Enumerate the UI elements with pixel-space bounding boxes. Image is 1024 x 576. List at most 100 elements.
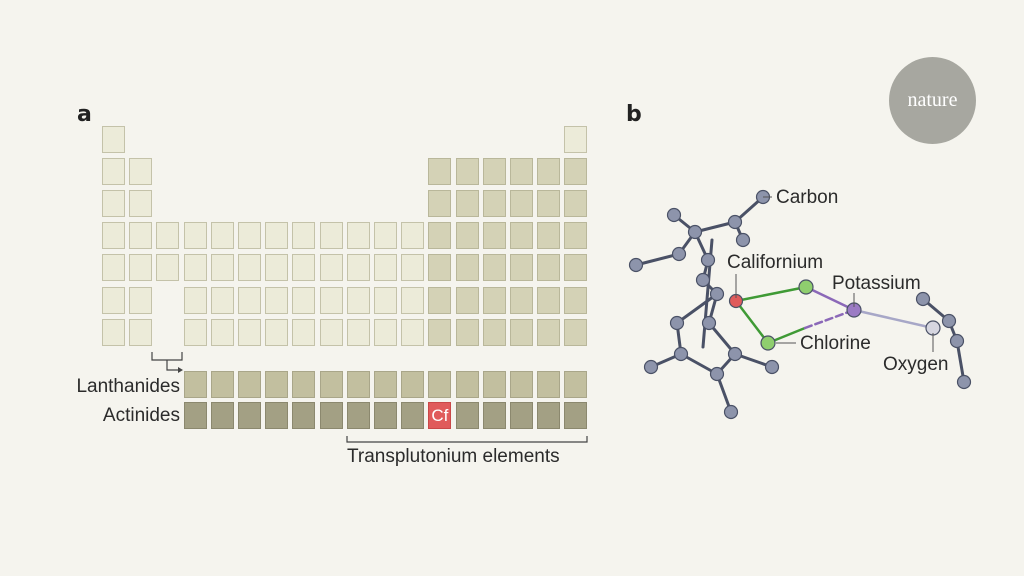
element-cell bbox=[346, 222, 370, 250]
californium-label: Californium bbox=[727, 252, 823, 273]
carbon-atom bbox=[628, 257, 644, 273]
element-cell bbox=[564, 286, 588, 314]
element-cell bbox=[238, 318, 261, 346]
element-cell bbox=[102, 222, 125, 250]
carbon-atom bbox=[709, 366, 725, 382]
element-cell bbox=[374, 286, 397, 314]
element-cell bbox=[428, 222, 452, 250]
chlorine-label: Chlorine bbox=[800, 333, 871, 354]
bonds bbox=[634, 195, 966, 414]
carbon-atom bbox=[695, 272, 711, 288]
element-cell bbox=[183, 222, 207, 250]
element-cell bbox=[346, 286, 370, 314]
element-cell bbox=[183, 318, 207, 346]
element-cell bbox=[482, 254, 506, 282]
lanthanide-cell bbox=[482, 371, 506, 398]
californium-cell: Cf bbox=[428, 402, 452, 429]
lanthanide-cell bbox=[564, 371, 588, 398]
lanthanide-cell bbox=[319, 371, 343, 398]
chlorine-potassium-bond bbox=[803, 308, 856, 330]
element-cell bbox=[319, 254, 343, 282]
pointer-arrowhead bbox=[178, 367, 183, 373]
carbon-atom bbox=[643, 359, 659, 375]
element-cell bbox=[238, 254, 261, 282]
element-cell bbox=[210, 318, 234, 346]
lanthanide-cell bbox=[238, 371, 261, 398]
element-cell bbox=[537, 286, 561, 314]
element-cell bbox=[401, 254, 425, 282]
carbon-atom bbox=[687, 224, 703, 240]
carbon-atom bbox=[915, 291, 931, 307]
element-cell bbox=[564, 126, 588, 153]
nature-logo: nature bbox=[889, 57, 976, 144]
lanthanide-cell bbox=[265, 371, 289, 398]
chlorine-atom bbox=[760, 335, 776, 351]
periodic-table: Cf bbox=[0, 0, 600, 480]
actinide-cell bbox=[482, 402, 506, 429]
element-cell bbox=[537, 190, 561, 218]
carbon-atom bbox=[666, 207, 682, 223]
carbon-atom bbox=[723, 404, 739, 420]
actinide-cell bbox=[265, 402, 289, 429]
carbon-atom bbox=[669, 315, 685, 331]
element-cell bbox=[482, 158, 506, 186]
element-cell bbox=[265, 254, 289, 282]
carbon-atom bbox=[735, 232, 751, 248]
potassium-label: Potassium bbox=[832, 273, 921, 294]
actinide-cell bbox=[510, 402, 533, 429]
element-cell bbox=[292, 222, 316, 250]
atom-labels: Carbon Californium Potassium Chlorine Ox… bbox=[727, 187, 948, 375]
carbon-atom bbox=[941, 313, 957, 329]
lanthanide-cell bbox=[455, 371, 479, 398]
carbon-atom bbox=[671, 246, 687, 262]
lanthanide-cell bbox=[401, 371, 425, 398]
molecule-diagram: Carbon Californium Potassium Chlorine Ox… bbox=[628, 187, 972, 420]
element-cell bbox=[455, 222, 479, 250]
element-cell bbox=[210, 222, 234, 250]
element-cell bbox=[129, 318, 153, 346]
element-cell bbox=[537, 222, 561, 250]
element-cell bbox=[265, 286, 289, 314]
element-cell bbox=[428, 286, 452, 314]
carbon-atom bbox=[727, 346, 743, 362]
bond bbox=[634, 252, 681, 267]
actinide-cell bbox=[401, 402, 425, 429]
element-cell bbox=[292, 254, 316, 282]
element-cell bbox=[319, 286, 343, 314]
element-cell bbox=[564, 318, 588, 346]
element-cell bbox=[129, 222, 153, 250]
element-cell bbox=[346, 318, 370, 346]
element-cell bbox=[374, 254, 397, 282]
actinide-cell bbox=[319, 402, 343, 429]
element-cell bbox=[374, 318, 397, 346]
element-cell bbox=[455, 158, 479, 186]
element-cell bbox=[510, 222, 533, 250]
lanthanide-cell bbox=[510, 371, 533, 398]
element-cell bbox=[129, 190, 153, 218]
element-cell bbox=[510, 254, 533, 282]
element-cell bbox=[102, 254, 125, 282]
element-cell bbox=[238, 286, 261, 314]
element-cell bbox=[401, 286, 425, 314]
element-cell bbox=[374, 222, 397, 250]
element-cell bbox=[428, 158, 452, 186]
element-cell bbox=[428, 190, 452, 218]
element-cell bbox=[482, 286, 506, 314]
carbon-label: Carbon bbox=[776, 187, 838, 208]
actinide-cell bbox=[346, 402, 370, 429]
element-cell bbox=[319, 318, 343, 346]
element-cell bbox=[129, 254, 153, 282]
actinide-cell bbox=[537, 402, 561, 429]
carbon-atom bbox=[673, 346, 689, 362]
element-cell bbox=[428, 254, 452, 282]
element-cell bbox=[183, 254, 207, 282]
lanthanide-cell bbox=[346, 371, 370, 398]
element-cell bbox=[455, 286, 479, 314]
element-cell bbox=[346, 254, 370, 282]
carbon-atom bbox=[949, 333, 965, 349]
actinide-cell bbox=[455, 402, 479, 429]
element-cell bbox=[156, 222, 180, 250]
f-block-pointer bbox=[151, 352, 183, 371]
element-cell bbox=[102, 318, 125, 346]
lanthanide-cell bbox=[183, 371, 207, 398]
